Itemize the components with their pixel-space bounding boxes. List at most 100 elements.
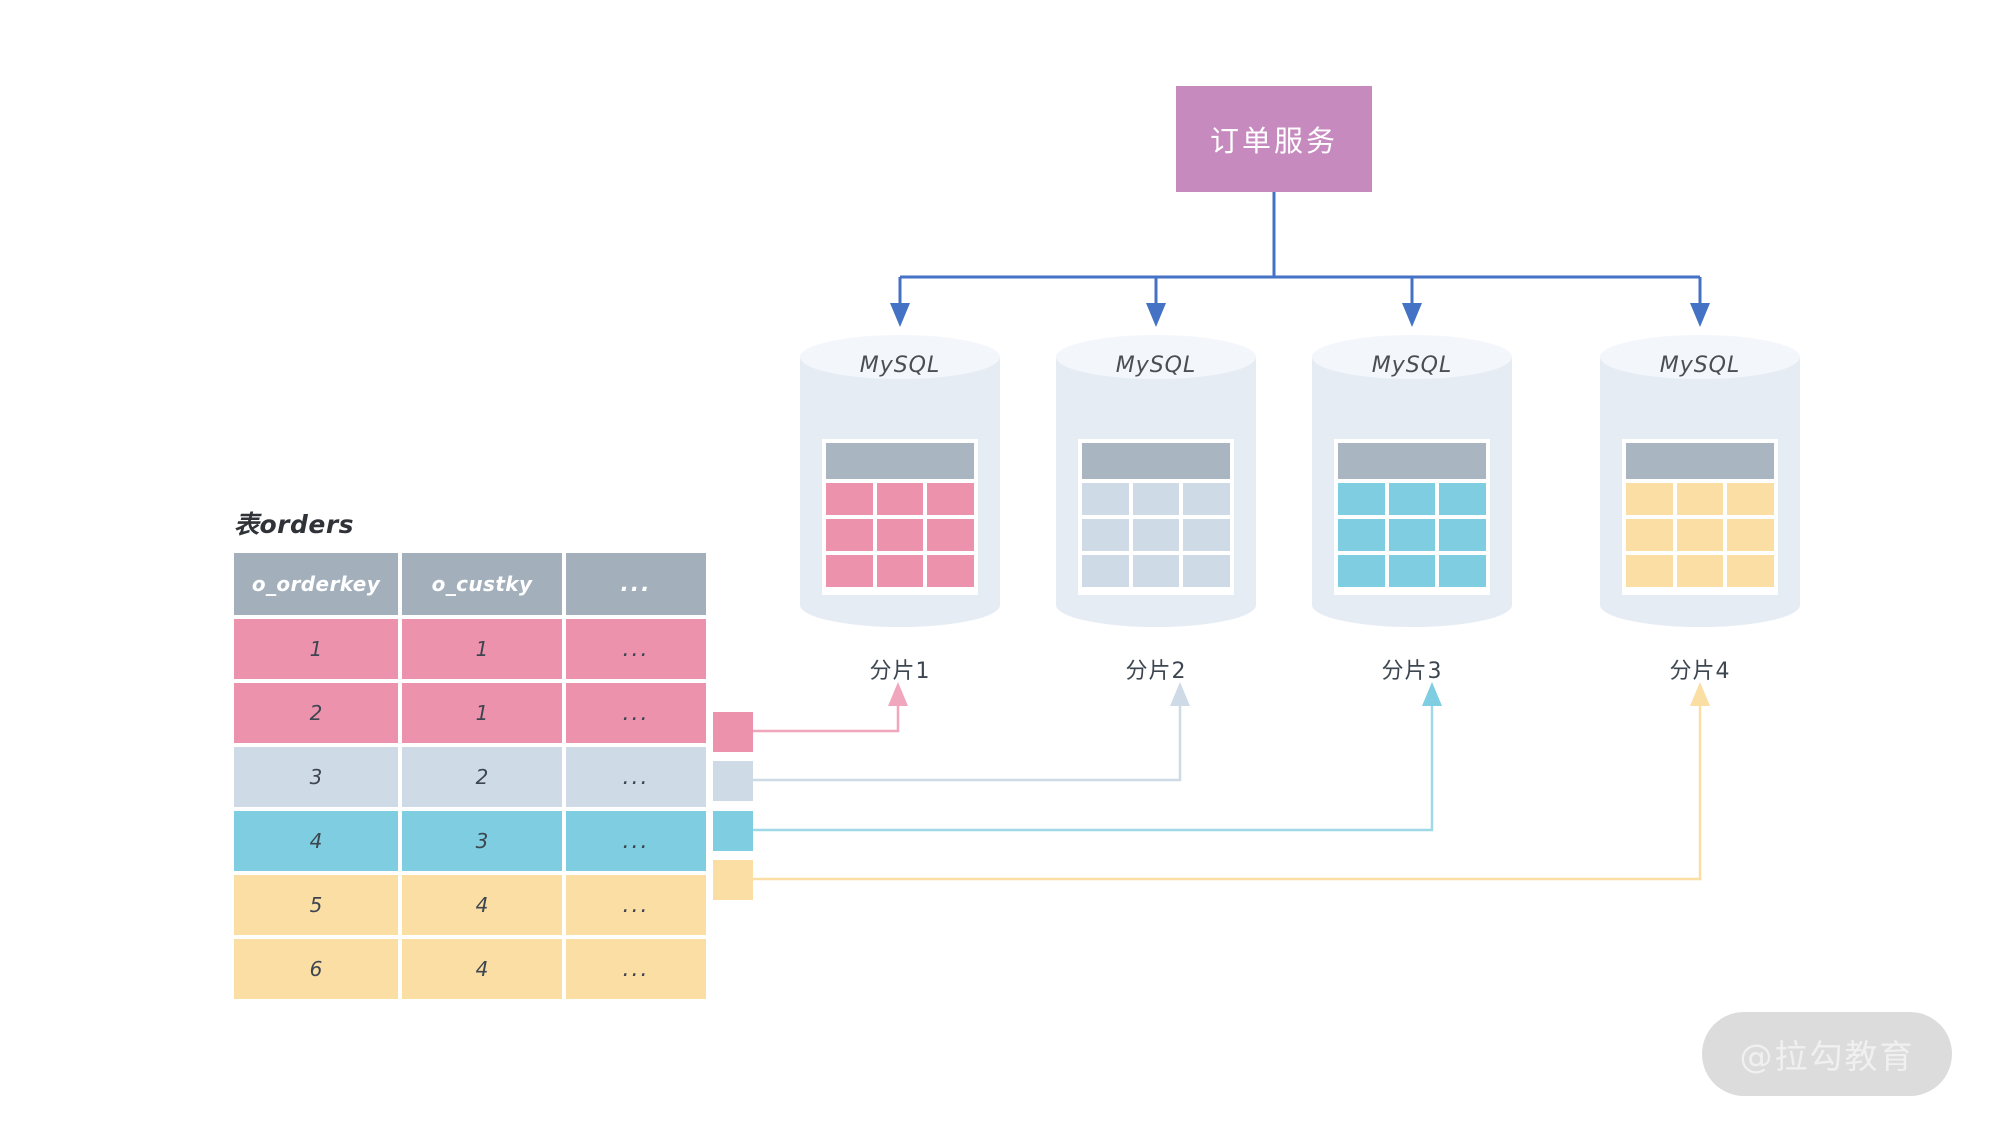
- mini-table-cell: [927, 483, 975, 515]
- legend-swatch: [713, 712, 753, 752]
- shard-caption: 分片2: [1125, 659, 1187, 684]
- mini-table-row: [1626, 519, 1775, 555]
- cell-more: ...: [566, 939, 706, 999]
- cylinder-top: [1600, 335, 1800, 379]
- mini-table-cell: [1388, 555, 1436, 587]
- mini-table-cell: [876, 519, 924, 551]
- mini-table-cell: [1082, 519, 1129, 551]
- cylinder-top: [800, 335, 1000, 379]
- mini-table-cell: [1439, 519, 1487, 551]
- mini-table-cell: [1727, 519, 1775, 551]
- mini-table-row: [1082, 519, 1231, 555]
- mini-table-cell: [876, 555, 924, 587]
- shard-cylinder[interactable]: MySQL: [1312, 335, 1512, 627]
- mini-table-cell: [1082, 555, 1129, 587]
- mini-table-row: [1626, 483, 1775, 519]
- column-header-o-orderkey: o_orderkey: [234, 553, 398, 615]
- mini-table-cell: [826, 519, 873, 551]
- legend-swatch: [713, 761, 753, 801]
- mini-table-row: [1626, 555, 1775, 591]
- shard-caption: 分片3: [1381, 659, 1443, 684]
- shard-caption: 分片4: [1669, 659, 1731, 684]
- mini-table-row: [826, 519, 975, 555]
- mini-table-header: [1626, 443, 1774, 479]
- table-header-row: o_orderkey o_custky ...: [234, 553, 710, 619]
- cell-o-custky: 1: [402, 683, 562, 743]
- mini-table-cell: [1338, 519, 1385, 551]
- mysql-label: MySQL: [859, 353, 941, 378]
- cell-o-custky: 1: [402, 619, 562, 679]
- source-table-title: 表orders: [234, 510, 355, 539]
- mini-table-header: [1082, 443, 1230, 479]
- order-service-box[interactable]: 订单服务: [1176, 86, 1372, 192]
- cell-o-custky: 2: [402, 747, 562, 807]
- mini-table-row: [1082, 555, 1231, 591]
- shard-mini-table: [1622, 439, 1778, 595]
- order-service-label: 订单服务: [1209, 124, 1338, 158]
- mini-table-row: [826, 483, 975, 519]
- column-header-more: ...: [566, 553, 706, 615]
- mini-table-cell: [1082, 483, 1129, 515]
- mini-table-cell: [927, 519, 975, 551]
- mysql-label: MySQL: [1371, 353, 1453, 378]
- column-header-o-custky: o_custky: [402, 553, 562, 615]
- cylinder-top: [1312, 335, 1512, 379]
- watermark-badge: @拉勾教育: [1702, 1012, 1952, 1096]
- mini-table-cell: [826, 555, 873, 587]
- shard-mini-table: [822, 439, 978, 595]
- cell-o-orderkey: 1: [234, 619, 398, 679]
- shard-cylinder[interactable]: MySQL: [800, 335, 1000, 627]
- mini-table-cell: [1183, 555, 1231, 587]
- mini-table-cell: [1626, 483, 1673, 515]
- shard-cylinder[interactable]: MySQL: [1600, 335, 1800, 627]
- cell-more: ...: [566, 683, 706, 743]
- mini-table-cell: [1132, 555, 1180, 587]
- cell-o-orderkey: 6: [234, 939, 398, 999]
- cell-more: ...: [566, 875, 706, 935]
- mini-table-cell: [1132, 483, 1180, 515]
- watermark-text: @拉勾教育: [1739, 1037, 1915, 1076]
- cylinder-top: [1056, 335, 1256, 379]
- mini-table-cell: [876, 483, 924, 515]
- cell-more: ...: [566, 619, 706, 679]
- mini-table-cell: [927, 555, 975, 587]
- mini-table-cell: [1626, 519, 1673, 551]
- cell-o-custky: 4: [402, 939, 562, 999]
- mini-table-cell: [1676, 519, 1724, 551]
- legend-swatch: [713, 811, 753, 851]
- mini-table-cell: [1727, 555, 1775, 587]
- shard-cylinder[interactable]: MySQL: [1056, 335, 1256, 627]
- mini-table-cell: [1439, 555, 1487, 587]
- mini-table-cell: [1338, 483, 1385, 515]
- shard-mini-table: [1334, 439, 1490, 595]
- mini-table-cell: [1439, 483, 1487, 515]
- mini-table-header: [1338, 443, 1486, 479]
- mini-table-cell: [1626, 555, 1673, 587]
- mini-table-row: [1338, 483, 1487, 519]
- mini-table-cell: [1388, 483, 1436, 515]
- mini-table-row: [826, 555, 975, 591]
- mini-table-cell: [1183, 483, 1231, 515]
- cell-o-orderkey: 3: [234, 747, 398, 807]
- shard-caption: 分片1: [869, 659, 931, 684]
- cell-more: ...: [566, 747, 706, 807]
- cell-o-orderkey: 5: [234, 875, 398, 935]
- mini-table-header: [826, 443, 974, 479]
- mini-table-cell: [1183, 519, 1231, 551]
- mini-table-cell: [1132, 519, 1180, 551]
- cell-more: ...: [566, 811, 706, 871]
- shard-mini-table: [1078, 439, 1234, 595]
- mini-table-cell: [1727, 483, 1775, 515]
- mini-table-row: [1082, 483, 1231, 519]
- mini-table-cell: [1676, 555, 1724, 587]
- cell-o-orderkey: 4: [234, 811, 398, 871]
- mini-table-cell: [1388, 519, 1436, 551]
